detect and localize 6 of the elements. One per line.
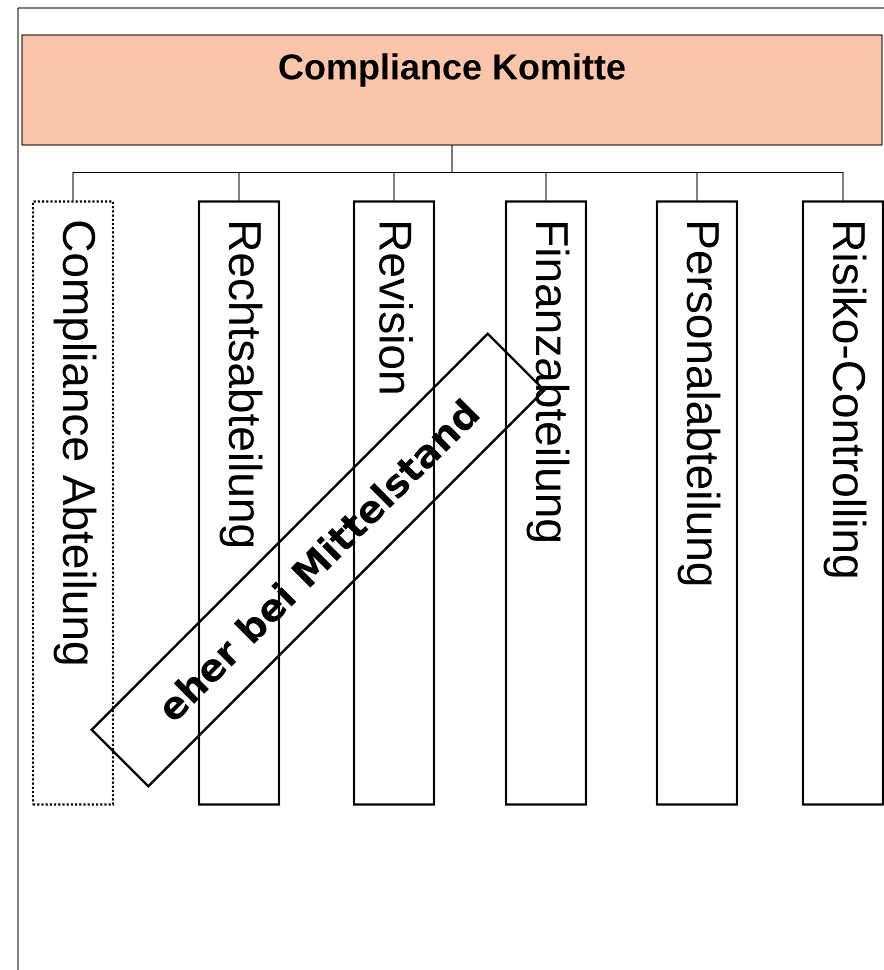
- department-box: Risiko-Controlling: [802, 200, 884, 806]
- department-box: Finanzabteilung: [504, 200, 588, 806]
- header-box: Compliance Komitte: [22, 34, 882, 146]
- department-box: Compliance Abteilung: [32, 200, 114, 806]
- department-box: Personalabteilung: [656, 200, 738, 806]
- connector: [452, 145, 844, 201]
